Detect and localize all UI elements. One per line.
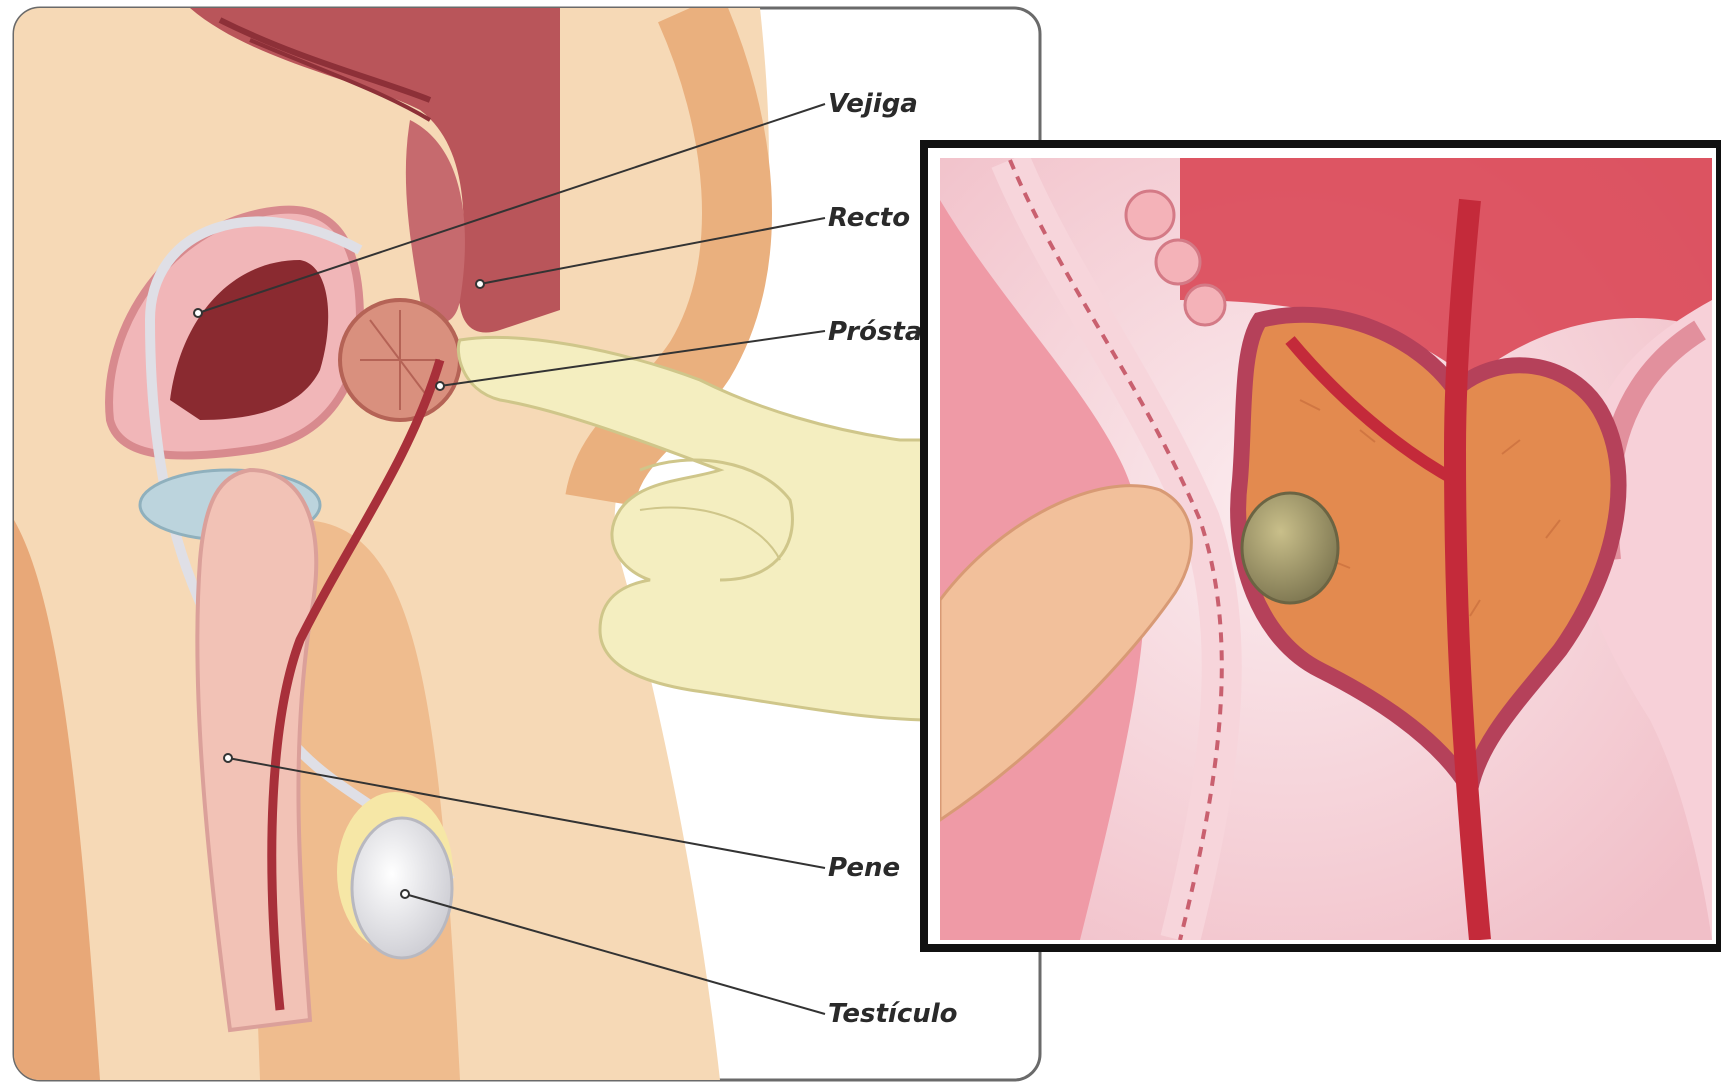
label-rectum: Recto <box>828 203 910 233</box>
label-testicle: Testículo <box>828 999 958 1029</box>
prostate-closeup-inset <box>924 144 1720 948</box>
label-bladder: Vejiga <box>828 89 918 119</box>
prostate <box>340 300 460 420</box>
sagittal-diagram-panel: Vejiga Recto Próstata Pene Testículo <box>14 8 1040 1080</box>
tumor-nodule <box>1242 493 1338 603</box>
label-penis: Pene <box>828 853 900 883</box>
